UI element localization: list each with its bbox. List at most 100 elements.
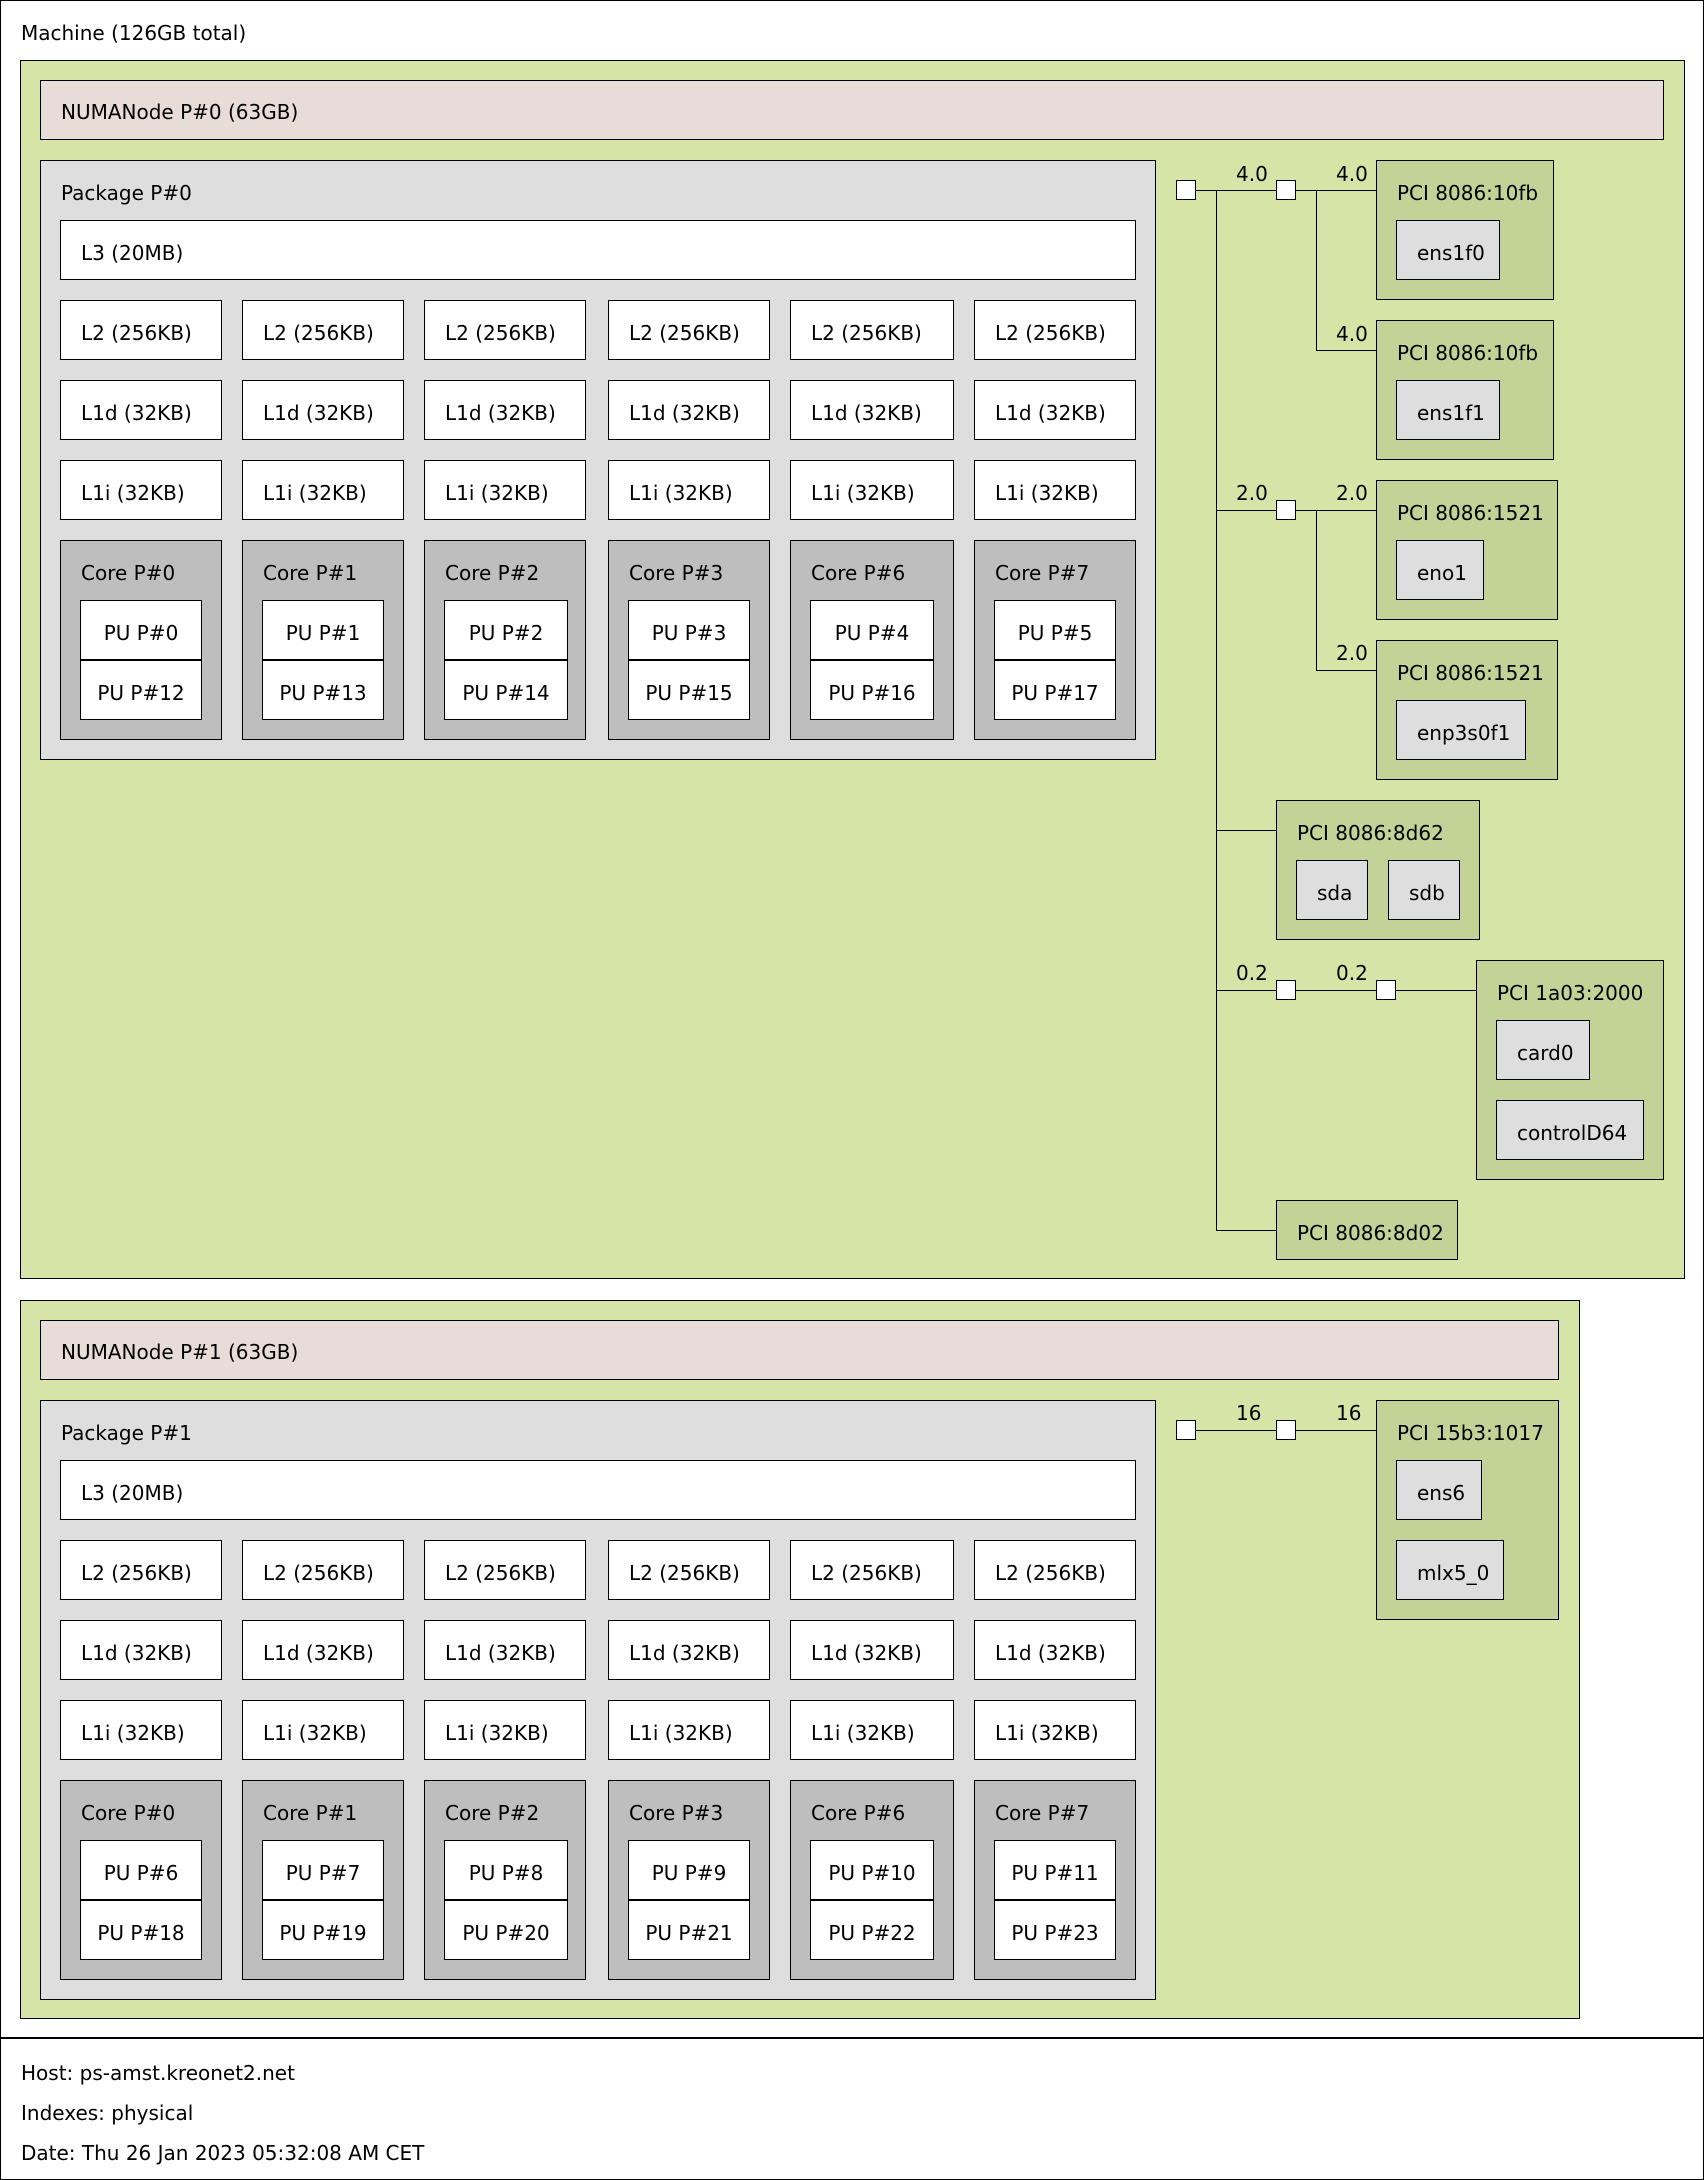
pci-bridge-icon: [1276, 980, 1296, 1000]
core-label: Core P#0: [81, 561, 176, 585]
bus-link: [1216, 830, 1276, 831]
package-title-1: Package P#1: [61, 1421, 192, 1445]
l1i-cache: L1i (32KB): [608, 460, 770, 520]
pu: PU P#22: [810, 1900, 934, 1960]
os-device: eno1: [1396, 540, 1484, 600]
l2-cache: L2 (256KB): [974, 300, 1136, 360]
core-label: Core P#3: [629, 1801, 724, 1825]
os-device: ens6: [1396, 1460, 1482, 1520]
l1i-cache-label: L1i (32KB): [445, 1721, 549, 1745]
link-speed: 4.0: [1336, 322, 1368, 346]
pci-label: PCI 8086:1521: [1397, 501, 1544, 525]
core-label: Core P#7: [995, 561, 1090, 585]
l2-cache: L2 (256KB): [60, 300, 222, 360]
l2-cache-label: L2 (256KB): [811, 1561, 922, 1585]
pu: PU P#14: [444, 660, 568, 720]
os-device: controlD64: [1496, 1100, 1644, 1160]
l2-cache: L2 (256KB): [974, 1540, 1136, 1600]
pu-label: PU P#14: [462, 681, 550, 705]
pu: PU P#11: [994, 1840, 1116, 1900]
pu-label: PU P#0: [103, 621, 179, 645]
l1d-cache-label: L1d (32KB): [263, 1641, 374, 1665]
pu-label: PU P#7: [285, 1861, 361, 1885]
l1d-cache-label: L1d (32KB): [445, 401, 556, 425]
pu-label: PU P#17: [1011, 681, 1099, 705]
l2-cache-label: L2 (256KB): [81, 321, 192, 345]
os-device-label: mlx5_0: [1417, 1561, 1490, 1585]
pci-label: PCI 8086:10fb: [1397, 341, 1539, 365]
l1i-cache-label: L1i (32KB): [811, 481, 915, 505]
l2-cache-label: L2 (256KB): [263, 321, 374, 345]
pu: PU P#6: [80, 1840, 202, 1900]
os-device-label: ens1f0: [1417, 241, 1485, 265]
bus-link: [1216, 510, 1276, 511]
pci-label: PCI 15b3:1017: [1397, 1421, 1544, 1445]
os-device: enp3s0f1: [1396, 700, 1526, 760]
link-speed: 4.0: [1336, 162, 1368, 186]
l3-cache-1: L3 (20MB): [60, 1460, 1136, 1520]
pu: PU P#17: [994, 660, 1116, 720]
bus-link: [1216, 1230, 1276, 1231]
pu: PU P#4: [810, 600, 934, 660]
l1i-cache: L1i (32KB): [242, 1700, 404, 1760]
os-device: sdb: [1388, 860, 1460, 920]
core-label: Core P#2: [445, 1801, 540, 1825]
link-speed: 0.2: [1236, 961, 1268, 985]
os-device: mlx5_0: [1396, 1540, 1504, 1600]
link-speed: 2.0: [1336, 641, 1368, 665]
l1d-cache: L1d (32KB): [424, 380, 586, 440]
l2-cache: L2 (256KB): [790, 1540, 954, 1600]
bus-link: [1296, 990, 1376, 991]
l1i-cache-label: L1i (32KB): [629, 1721, 733, 1745]
pci-bridge-icon: [1376, 980, 1396, 1000]
bus-link: [1216, 990, 1276, 991]
l1d-cache-label: L1d (32KB): [81, 1641, 192, 1665]
l1i-cache: L1i (32KB): [974, 1700, 1136, 1760]
bus-link: [1216, 190, 1276, 191]
core-label: Core P#0: [81, 1801, 176, 1825]
pu: PU P#21: [628, 1900, 750, 1960]
pu-label: PU P#5: [1017, 621, 1093, 645]
pu: PU P#10: [810, 1840, 934, 1900]
pu-label: PU P#20: [462, 1921, 550, 1945]
pci-device: PCI 8086:8d02: [1276, 1200, 1458, 1260]
pu-label: PU P#1: [285, 621, 361, 645]
pu-label: PU P#6: [103, 1861, 179, 1885]
l2-cache: L2 (256KB): [790, 300, 954, 360]
bus-link: [1296, 510, 1376, 511]
l1i-cache: L1i (32KB): [424, 460, 586, 520]
l1i-cache-label: L1i (32KB): [811, 1721, 915, 1745]
pci-label: PCI 1a03:2000: [1497, 981, 1644, 1005]
pu-label: PU P#10: [828, 1861, 916, 1885]
pci-label: PCI 8086:1521: [1397, 661, 1544, 685]
pu: PU P#12: [80, 660, 202, 720]
pu: PU P#8: [444, 1840, 568, 1900]
l2-cache-label: L2 (256KB): [629, 321, 740, 345]
pu-label: PU P#22: [828, 1921, 916, 1945]
l1i-cache-label: L1i (32KB): [995, 481, 1099, 505]
l2-cache-label: L2 (256KB): [629, 1561, 740, 1585]
l1d-cache: L1d (32KB): [790, 1620, 954, 1680]
pci-bridge-icon: [1276, 180, 1296, 200]
l1i-cache-label: L1i (32KB): [629, 481, 733, 505]
pci-label: PCI 8086:10fb: [1397, 181, 1539, 205]
bus-link: [1316, 670, 1376, 671]
bus-link: [1316, 190, 1317, 350]
l3-label-0: L3 (20MB): [81, 241, 184, 265]
pu: PU P#23: [994, 1900, 1116, 1960]
l1i-cache: L1i (32KB): [790, 1700, 954, 1760]
l1d-cache: L1d (32KB): [974, 1620, 1136, 1680]
l1d-cache-label: L1d (32KB): [629, 1641, 740, 1665]
pu: PU P#19: [262, 1900, 384, 1960]
pci-bridge-icon: [1276, 500, 1296, 520]
core-label: Core P#2: [445, 561, 540, 585]
host-label: Host: ps-amst.kreonet2.net: [21, 2061, 295, 2085]
numa-title-0: NUMANode P#0 (63GB): [61, 100, 299, 124]
l1i-cache-label: L1i (32KB): [263, 481, 367, 505]
l1i-cache-label: L1i (32KB): [263, 1721, 367, 1745]
core-label: Core P#7: [995, 1801, 1090, 1825]
l1d-cache: L1d (32KB): [790, 380, 954, 440]
l1i-cache: L1i (32KB): [608, 1700, 770, 1760]
l1d-cache: L1d (32KB): [974, 380, 1136, 440]
l2-cache-label: L2 (256KB): [811, 321, 922, 345]
